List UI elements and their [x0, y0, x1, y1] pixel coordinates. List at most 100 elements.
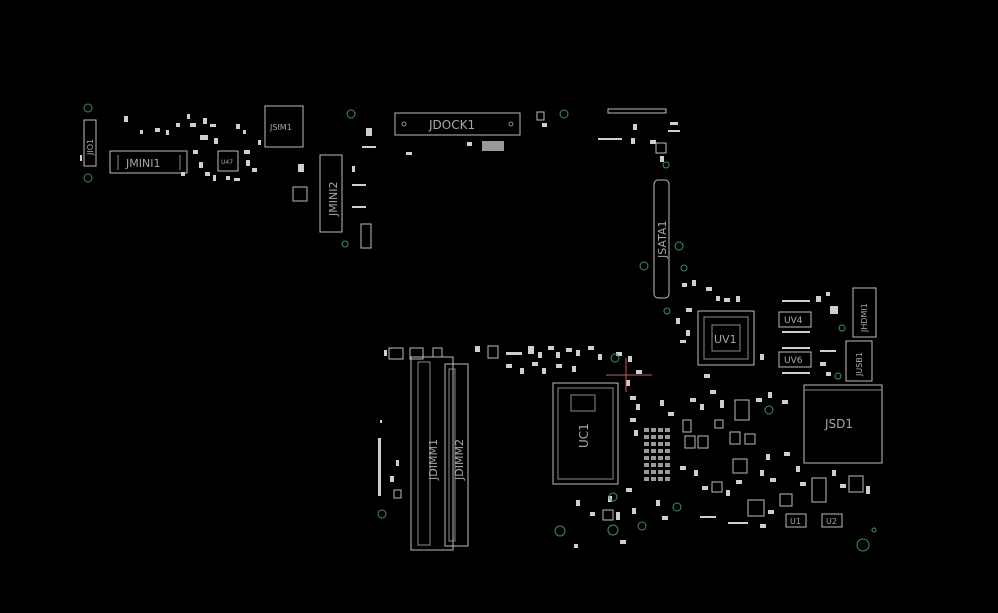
via — [608, 492, 618, 502]
jdimm2-slot[interactable]: JDIMM2 — [444, 363, 469, 547]
u1-label: U1 — [790, 517, 801, 526]
via — [559, 109, 569, 119]
jdimm1-slot[interactable]: JDIMM1 — [410, 356, 454, 551]
jdock1-connector[interactable]: JDOCK1 — [394, 112, 521, 136]
jmini2-slot[interactable]: JMINI2 — [319, 154, 343, 233]
capacitor-pad — [665, 477, 670, 481]
capacitor-pad — [644, 463, 649, 467]
jdock1-label: JDOCK1 — [428, 118, 475, 132]
bga-caps-grid — [644, 428, 670, 481]
capacitor-pad — [644, 449, 649, 453]
uv1-chip[interactable]: UV1 — [697, 310, 755, 366]
capacitor-pad — [658, 428, 663, 432]
via — [554, 525, 566, 537]
capacitor-pad — [644, 470, 649, 474]
small-components-upper-left — [80, 114, 261, 181]
u2-label: U2 — [826, 517, 837, 526]
uv6-chip[interactable]: UV6 — [778, 351, 812, 368]
jmini1-slot[interactable]: JMINI1 — [109, 150, 188, 174]
jhdmi1-label: JHDMI1 — [860, 303, 869, 333]
via — [377, 509, 387, 519]
capacitor-pad — [644, 442, 649, 446]
u1-chip[interactable]: U1 — [785, 513, 807, 528]
capacitor-pad — [651, 442, 656, 446]
capacitor-pad — [644, 456, 649, 460]
component — [298, 164, 304, 172]
jmini1-label: JMINI1 — [125, 157, 160, 170]
jusb1-connector[interactable]: JUSB1 — [845, 340, 873, 382]
component — [542, 123, 547, 127]
capacitor-pad — [665, 470, 670, 474]
jsim1-connector[interactable]: JSIM1 — [264, 105, 304, 148]
capacitor-pad — [665, 456, 670, 460]
via — [764, 405, 774, 415]
via — [637, 521, 647, 531]
via — [346, 109, 356, 119]
u2-chip[interactable]: U2 — [821, 513, 843, 528]
jdimm2-label: JDIMM2 — [453, 439, 466, 481]
component — [482, 141, 504, 151]
capacitor-pad — [665, 435, 670, 439]
uc1-cpu[interactable]: UC1 — [552, 382, 619, 485]
via — [341, 240, 349, 248]
small-components-dimm — [378, 347, 443, 499]
capacitor-pad — [651, 477, 656, 481]
capacitor-pad — [651, 428, 656, 432]
capacitor-pad — [658, 435, 663, 439]
via — [672, 502, 682, 512]
via — [83, 173, 93, 183]
jdimm1-label: JDIMM1 — [427, 439, 440, 481]
uv4-chip[interactable]: UV4 — [778, 311, 812, 328]
small-components-bottom-right — [680, 390, 870, 528]
capacitor-pad — [665, 428, 670, 432]
capacitor-pad — [658, 470, 663, 474]
capacitor-pad — [658, 477, 663, 481]
capacitor-pad — [651, 449, 656, 453]
capacitor-pad — [665, 463, 670, 467]
via — [610, 353, 620, 363]
jhdmi1-connector[interactable]: JHDMI1 — [852, 287, 877, 338]
capacitor-pad — [644, 435, 649, 439]
jio1-connector[interactable]: JIO1 — [83, 119, 97, 167]
via — [662, 161, 670, 169]
capacitor-pad — [644, 428, 649, 432]
via — [607, 524, 619, 536]
small-components-center — [475, 345, 674, 548]
jsd1-slot[interactable]: JSD1 — [803, 384, 883, 464]
uv1-label: UV1 — [714, 333, 737, 346]
u47-label: U47 — [221, 159, 233, 166]
jio1-label: JIO1 — [86, 139, 95, 156]
via — [663, 307, 671, 315]
component — [406, 152, 412, 155]
capacitor-pad — [658, 449, 663, 453]
u47-chip[interactable]: U47 — [217, 150, 239, 172]
via — [639, 261, 649, 271]
via — [680, 264, 688, 272]
jsata1-connector[interactable]: JSATA1 — [653, 179, 670, 299]
capacitor-pad — [658, 463, 663, 467]
small-components-jmini2 — [352, 128, 376, 249]
crosshair-cursor — [606, 358, 652, 392]
via — [83, 103, 93, 113]
capacitor-pad — [644, 477, 649, 481]
capacitor-pad — [651, 435, 656, 439]
jusb1-label: JUSB1 — [855, 352, 864, 377]
via — [834, 372, 842, 380]
via — [838, 324, 846, 332]
capacitor-pad — [651, 470, 656, 474]
via — [871, 527, 877, 533]
capacitor-pad — [658, 456, 663, 460]
jmini2-label: JMINI2 — [327, 182, 340, 217]
via — [674, 241, 684, 251]
small-components-right-upper — [676, 280, 838, 378]
jsata1-label: JSATA1 — [656, 221, 669, 260]
capacitor-pad — [651, 456, 656, 460]
uc1-label: UC1 — [577, 423, 591, 448]
capacitor-pad — [665, 442, 670, 446]
jsd1-label: JSD1 — [824, 417, 853, 431]
capacitor-pad — [651, 463, 656, 467]
component — [467, 142, 472, 146]
uv6-label: UV6 — [784, 356, 803, 366]
component — [292, 186, 308, 202]
